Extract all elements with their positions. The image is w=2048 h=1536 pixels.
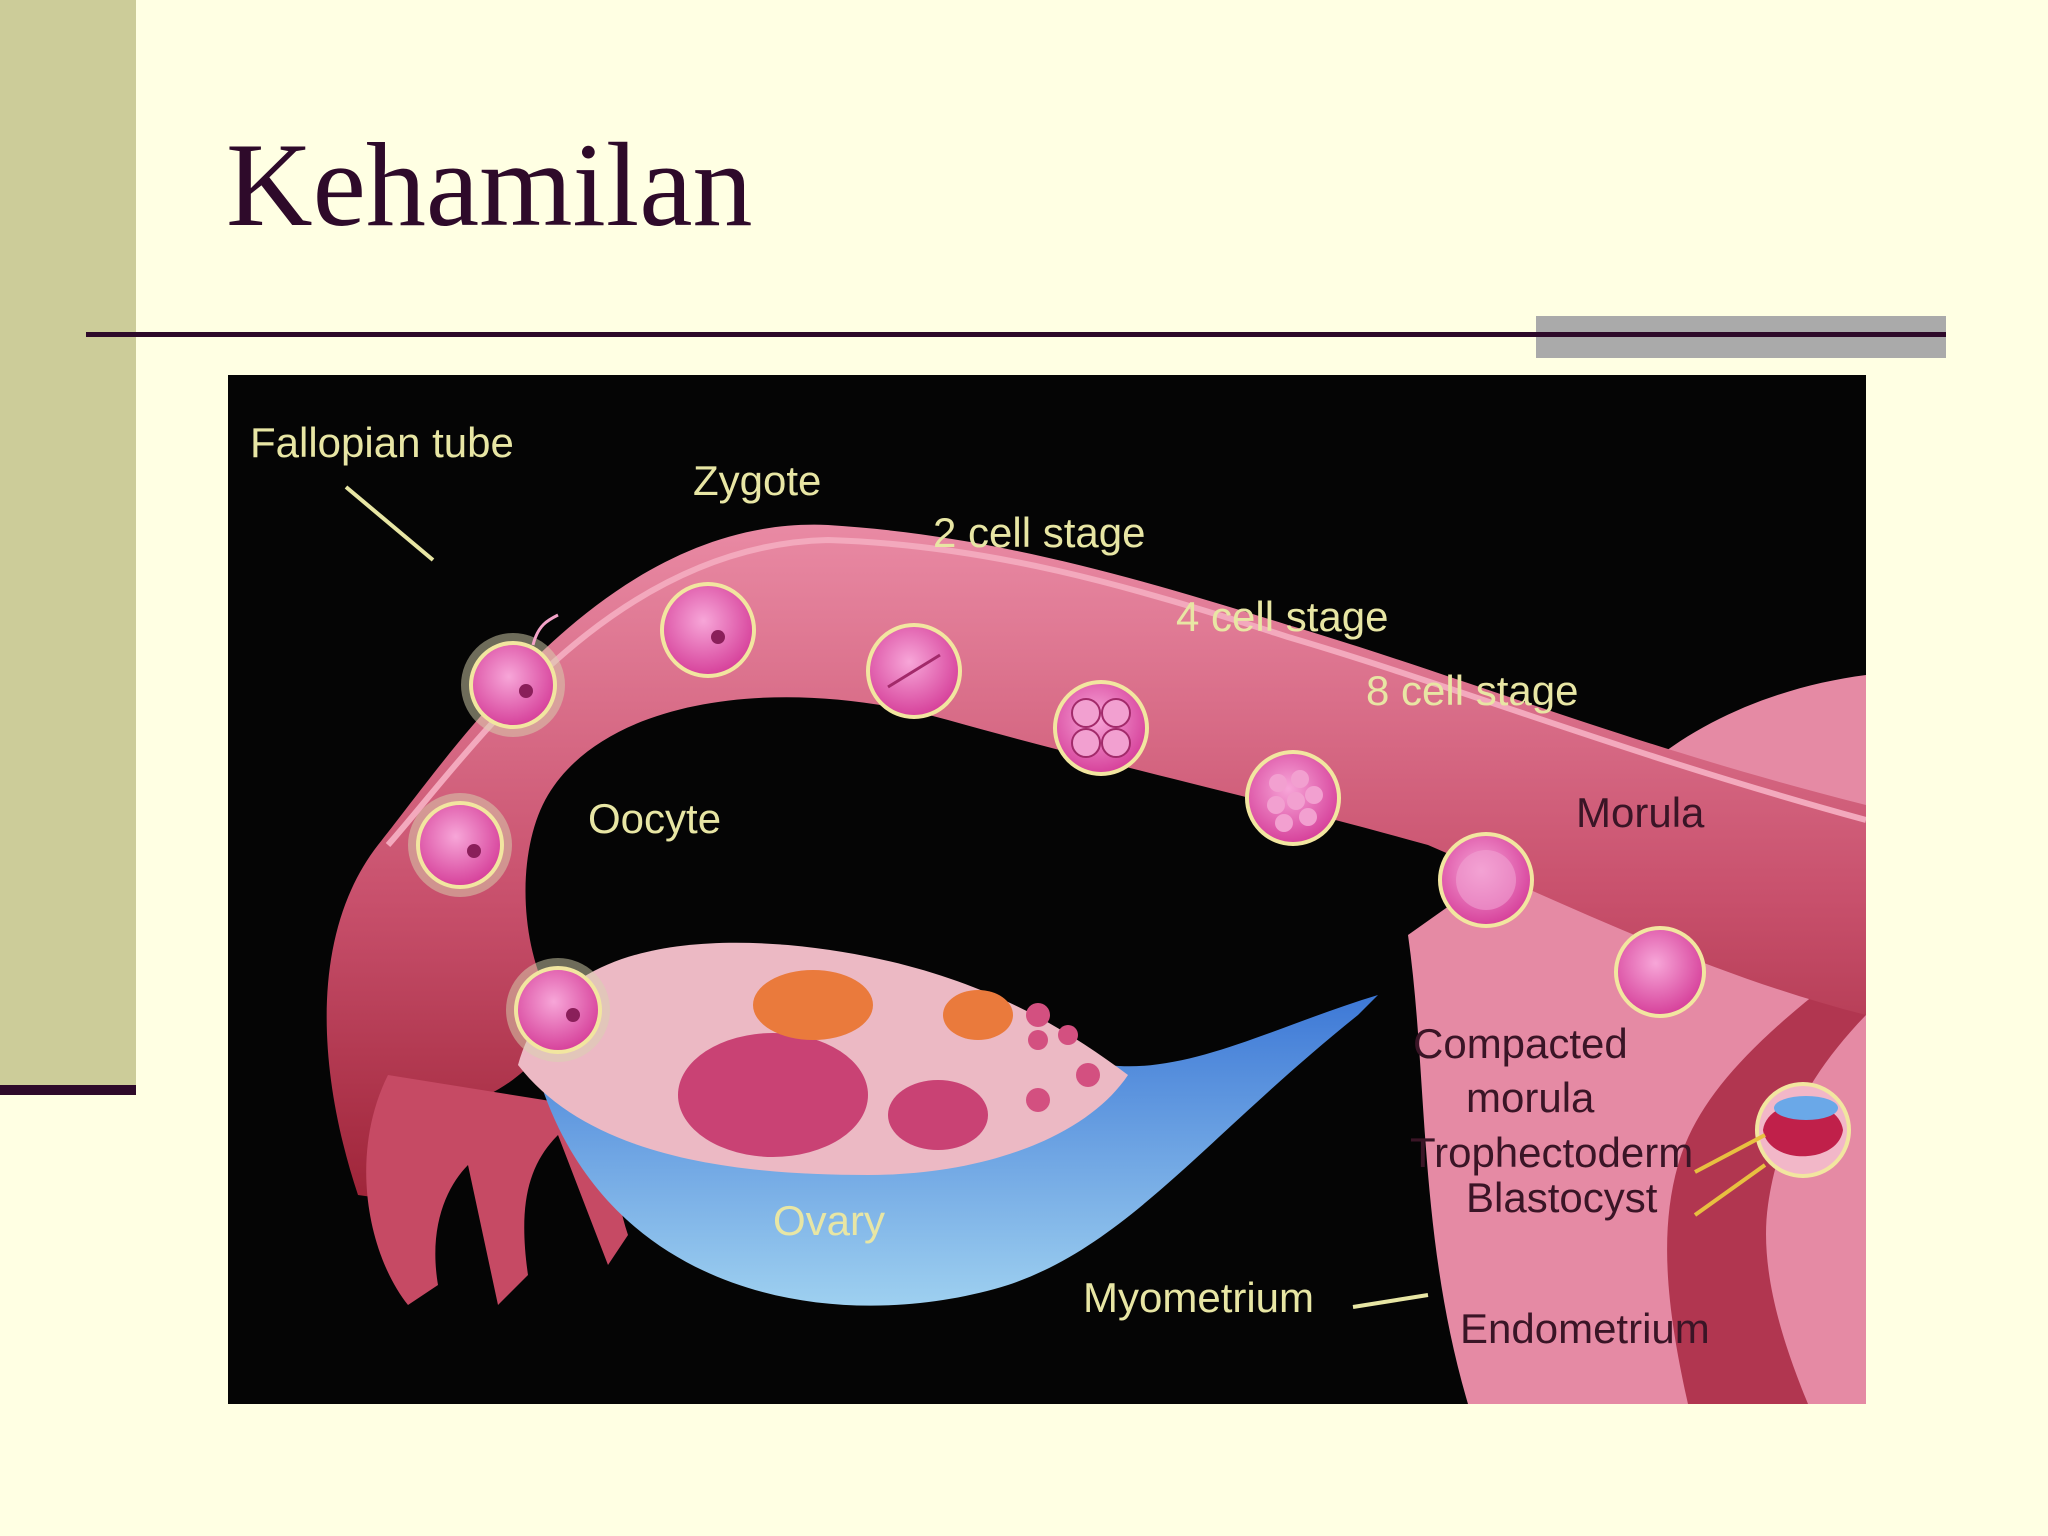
label-trophectoderm: Trophectoderm bbox=[1410, 1129, 1693, 1176]
eight-cell-embryo bbox=[1245, 750, 1341, 846]
fertilization-diagram: Fallopian tube Zygote 2 cell stage 4 cel… bbox=[228, 375, 1866, 1404]
fallopian-tube-pointer bbox=[344, 485, 435, 562]
side-accent-bar-foot bbox=[0, 1085, 136, 1095]
corpus-small bbox=[943, 990, 1013, 1040]
label-compacted-morula-1: Compacted bbox=[1413, 1020, 1628, 1067]
follicle-tiny bbox=[1026, 1088, 1050, 1112]
divider-accent bbox=[1536, 316, 1946, 358]
corpus-luteum bbox=[753, 970, 873, 1040]
four-cell-embryo bbox=[1053, 680, 1149, 776]
myometrium-pointer bbox=[1352, 1293, 1429, 1309]
oocyte-in-tube bbox=[408, 793, 512, 897]
label-zygote: Zygote bbox=[693, 457, 821, 504]
trophectoderm-pointer bbox=[1694, 1133, 1766, 1174]
blastocyst-pointer bbox=[1693, 1163, 1767, 1217]
title-divider bbox=[86, 332, 1946, 337]
diagram-canvas: Fallopian tube Zygote 2 cell stage 4 cel… bbox=[250, 419, 1866, 1404]
fertilized-oocyte bbox=[461, 613, 565, 737]
side-accent-bar bbox=[0, 0, 136, 1085]
label-oocyte: Oocyte bbox=[588, 795, 721, 842]
compacted-morula-cell bbox=[1614, 926, 1706, 1018]
label-ovary: Ovary bbox=[773, 1197, 885, 1244]
label-compacted-morula-2: morula bbox=[1466, 1074, 1595, 1121]
label-fallopian-tube: Fallopian tube bbox=[250, 419, 514, 466]
label-blastocyst: Blastocyst bbox=[1466, 1174, 1658, 1221]
two-cell-embryo bbox=[866, 623, 962, 719]
label-endometrium: Endometrium bbox=[1460, 1305, 1710, 1352]
endometrium-layer bbox=[1667, 955, 1866, 1404]
zygote-cell bbox=[660, 582, 756, 678]
label-morula: Morula bbox=[1576, 789, 1705, 836]
morula-cell bbox=[1438, 832, 1534, 928]
label-4-cell-stage: 4 cell stage bbox=[1176, 593, 1388, 640]
label-myometrium: Myometrium bbox=[1083, 1274, 1314, 1321]
fallopian-tube bbox=[326, 524, 1866, 1205]
follicle-large bbox=[678, 1033, 868, 1157]
blastocyst-cell bbox=[1755, 1082, 1851, 1178]
slide-title: Kehamilan bbox=[226, 118, 753, 251]
follicle-tiny bbox=[1058, 1025, 1078, 1045]
label-2-cell-stage: 2 cell stage bbox=[933, 509, 1145, 556]
follicle-tiny bbox=[1028, 1030, 1048, 1050]
follicle-medium bbox=[888, 1080, 988, 1150]
oocyte-released bbox=[506, 958, 610, 1062]
label-8-cell-stage: 8 cell stage bbox=[1366, 667, 1578, 714]
follicle-tiny bbox=[1026, 1003, 1050, 1027]
follicle-tiny bbox=[1076, 1063, 1100, 1087]
